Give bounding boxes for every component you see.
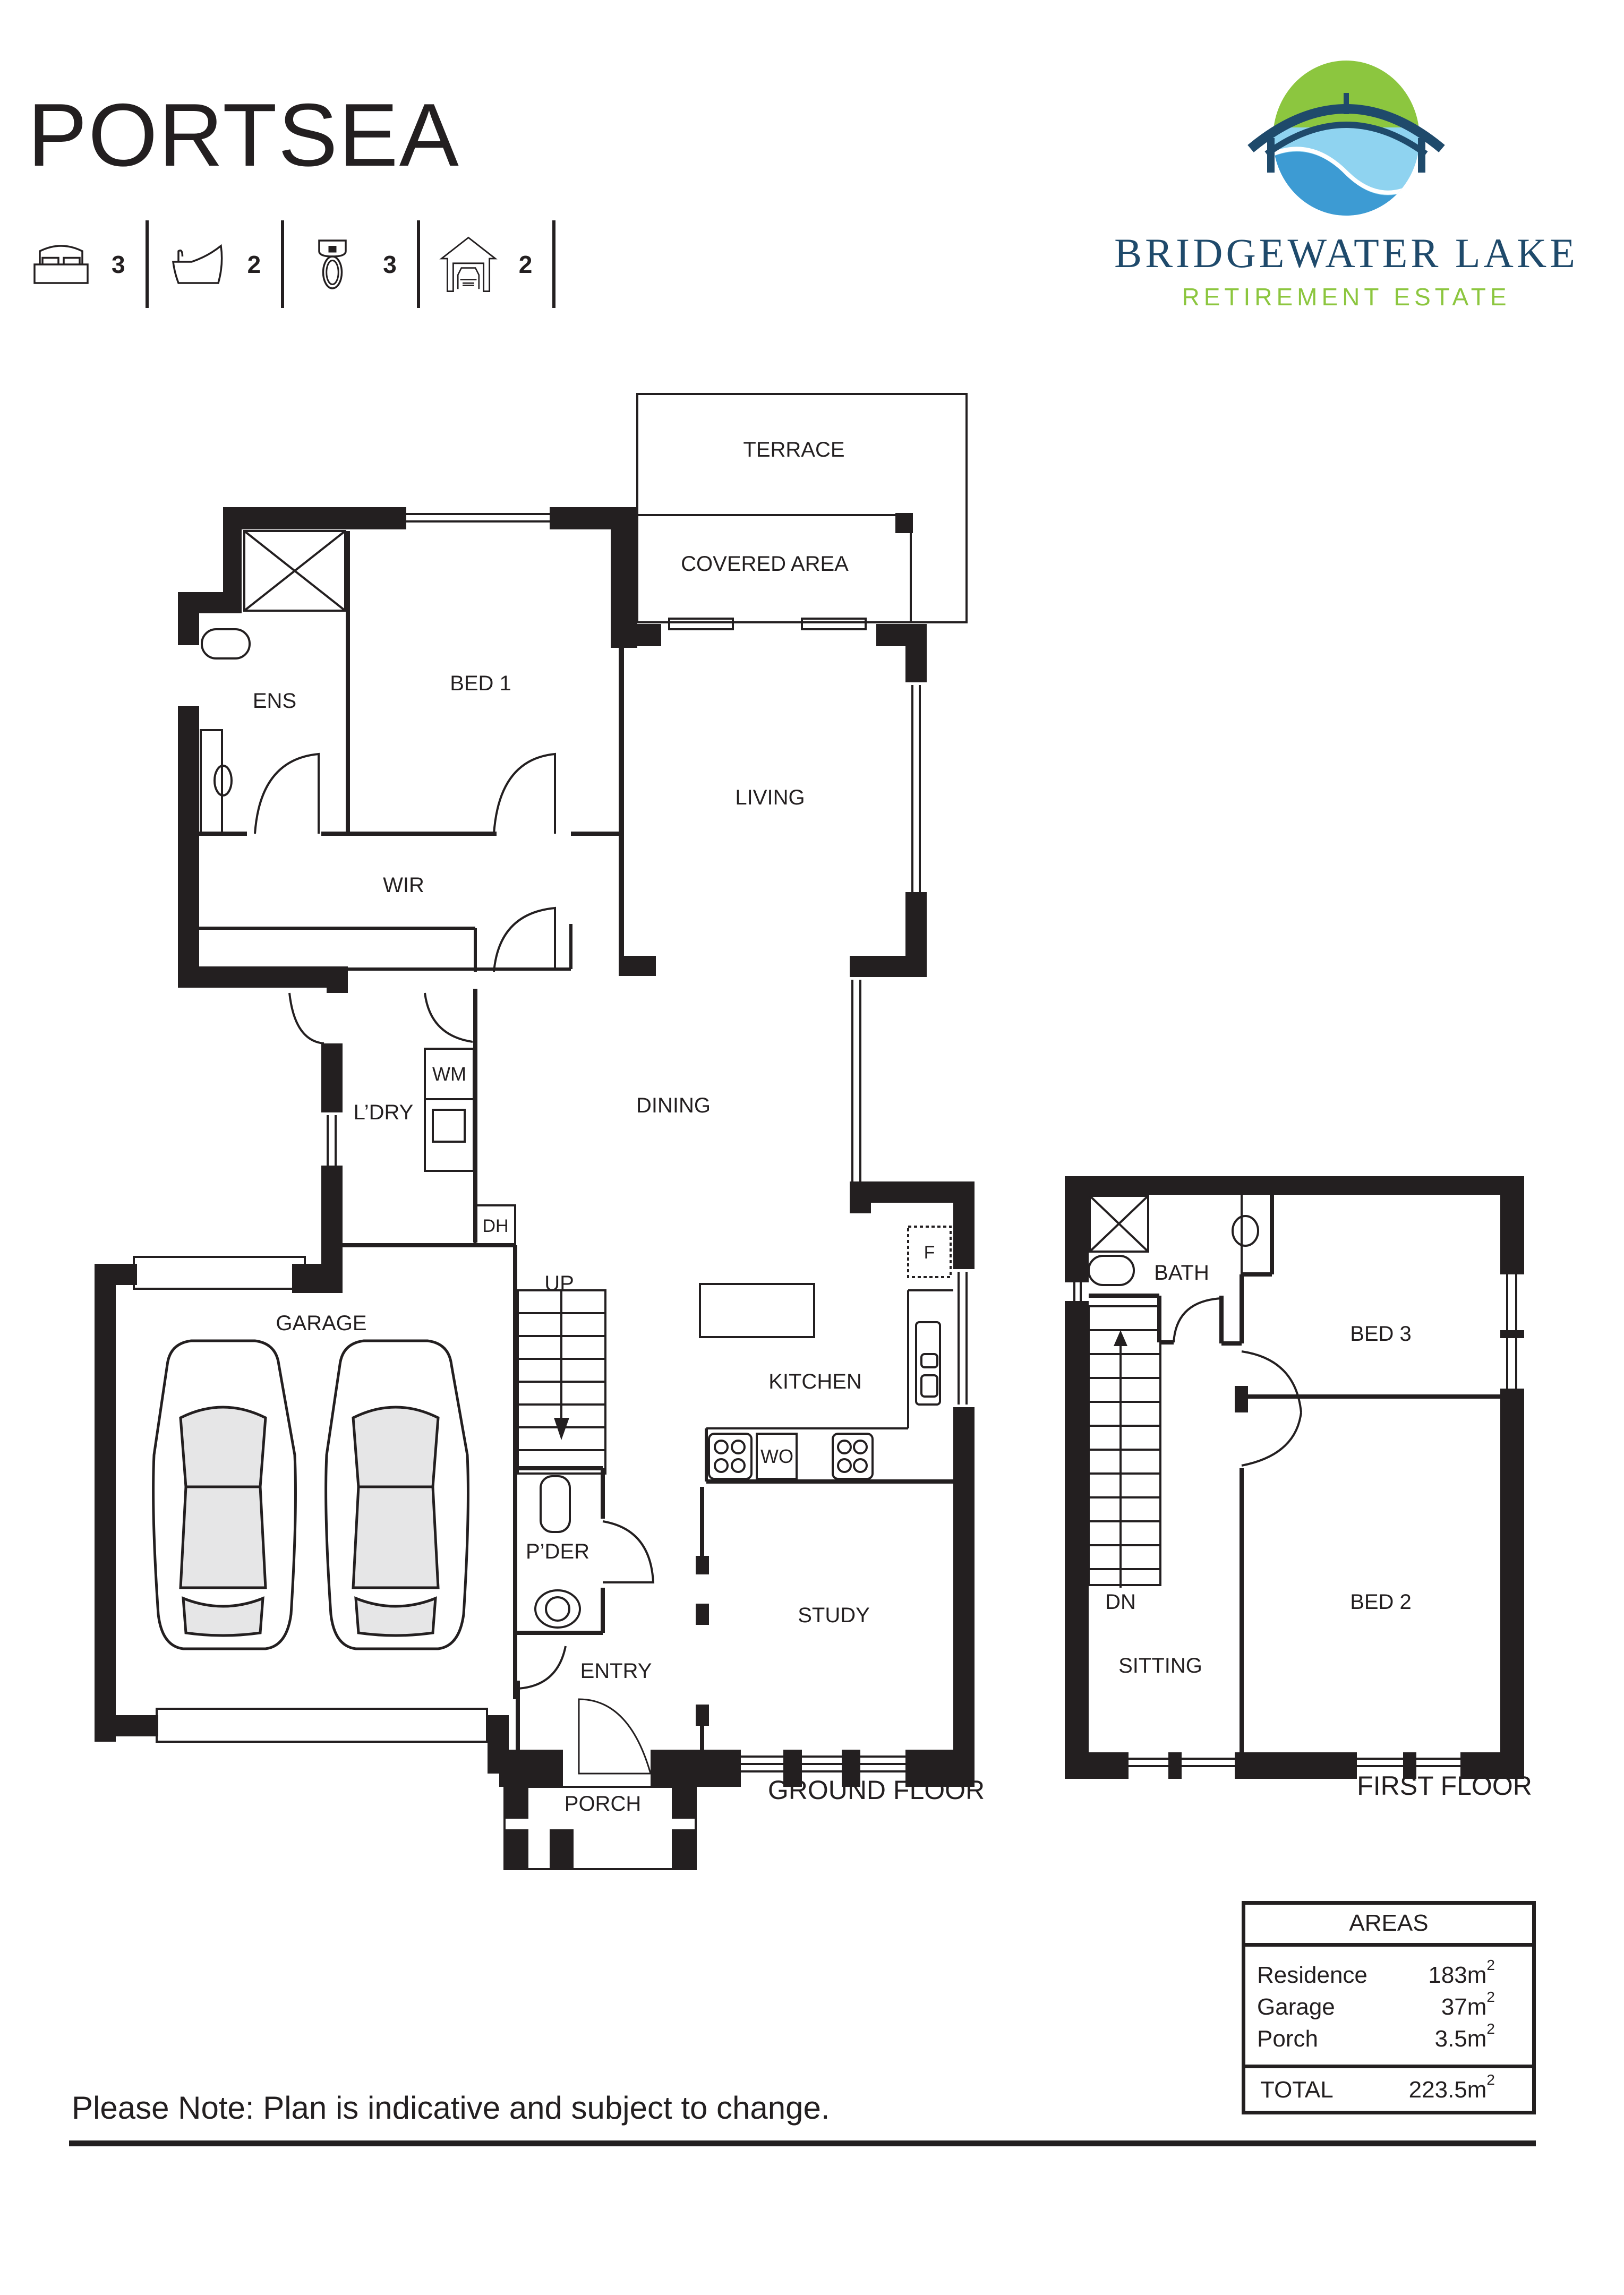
label-bath: BATH [1154,1261,1209,1284]
feature-summary: 3 2 3 2 [32,220,575,308]
ground-floor-labels: TERRACE COVERED AREA BED 1 ENS WIR LIVIN… [253,438,935,1816]
label-powder: P’DER [526,1540,589,1563]
disclaimer-note: Please Note: Plan is indicative and subj… [72,2090,830,2126]
label-living: LIVING [735,786,805,809]
bathroom-count: 2 [247,250,261,278]
car-left-icon [152,1339,297,1650]
label-bed2: BED 2 [1350,1590,1412,1614]
first-floor-title: FIRST FLOOR [1357,1771,1532,1801]
label-bed3: BED 3 [1350,1322,1412,1346]
area-label: Porch [1257,2026,1318,2052]
feature-bathrooms: 2 [168,220,285,308]
brand-block: BRIDGEWATER LAKE RETIREMENT ESTATE [1099,58,1593,311]
label-laundry: L’DRY [354,1101,414,1124]
ground-floor-fixtures [133,513,968,1870]
label-sitting: SITTING [1118,1654,1202,1677]
label-stairs-up: UP [544,1272,574,1295]
total-label: TOTAL [1260,2077,1334,2103]
ground-floor-walls [95,507,975,1869]
total-value: 223.5m2 [1408,2071,1495,2103]
areas-table: AREAS Residence 183m2 Garage 37m2 Porch … [1242,1901,1536,2114]
label-entry: ENTRY [580,1659,652,1683]
garage-icon [439,233,498,296]
label-study: STUDY [798,1604,870,1627]
area-row-garage: Garage 37m2 [1257,1989,1516,2023]
area-value: 3.5m2 [1434,2020,1495,2052]
area-value: 183m2 [1428,1957,1495,1989]
area-label: Garage [1257,1994,1335,2020]
area-value: 37m2 [1441,1989,1495,2020]
car-icons [152,1339,469,1650]
area-label: Residence [1257,1962,1367,1988]
car-space-count: 2 [518,250,533,278]
ground-floor-partitions [199,393,968,1752]
bathtub-icon [168,233,226,296]
label-wir: WIR [383,874,424,897]
feature-bedrooms: 3 [32,220,149,308]
toilet-count: 3 [383,250,397,278]
area-row-porch: Porch 3.5m2 [1257,2020,1516,2055]
stairs-arrow-up-icon [1114,1330,1127,1346]
label-dining: DINING [636,1094,711,1117]
label-stairs-down: DN [1105,1590,1136,1614]
car-right-icon [324,1339,469,1650]
label-dryer: DH [482,1216,508,1236]
label-terrace: TERRACE [743,438,844,461]
toilet-icon [303,233,362,296]
bedroom-count: 3 [112,250,125,278]
area-row-residence: Residence 183m2 [1257,1957,1516,1991]
bed-icon [32,233,90,296]
feature-car-spaces: 2 [439,220,556,308]
label-kitchen: KITCHEN [768,1370,862,1393]
first-floor-partitions [1089,1192,1500,1752]
label-fridge: F [924,1243,935,1263]
label-garage: GARAGE [276,1312,366,1335]
stairs-arrow-icon [554,1418,569,1440]
label-ensuite: ENS [253,689,296,713]
brand-name: BRIDGEWATER LAKE [1114,230,1578,276]
first-floor-walls [1065,1176,1524,1779]
first-floor-fixtures [1073,1192,1517,1767]
area-row-total: TOTAL 223.5m2 [1245,2068,1532,2111]
areas-rows: Residence 183m2 Garage 37m2 Porch 3.5m2 [1245,1947,1532,2068]
label-washing-machine: WM [432,1063,466,1085]
ground-floor-title: GROUND FLOOR [768,1775,985,1805]
label-porch: PORCH [565,1792,641,1816]
brand-subtitle: RETIREMENT ESTATE [1182,283,1511,311]
footer-divider [69,2140,1536,2146]
label-bed1: BED 1 [450,672,511,695]
feature-toilets: 3 [303,220,420,308]
first-floor-labels: BATH BED 3 BED 2 DN SITTING [1105,1261,1412,1677]
plan-title: PORTSEA [28,85,460,185]
label-covered-area: COVERED AREA [681,552,849,576]
bridgewater-logo-icon [1247,61,1445,216]
areas-title: AREAS [1245,1905,1532,1947]
label-wall-oven: WO [760,1445,793,1467]
